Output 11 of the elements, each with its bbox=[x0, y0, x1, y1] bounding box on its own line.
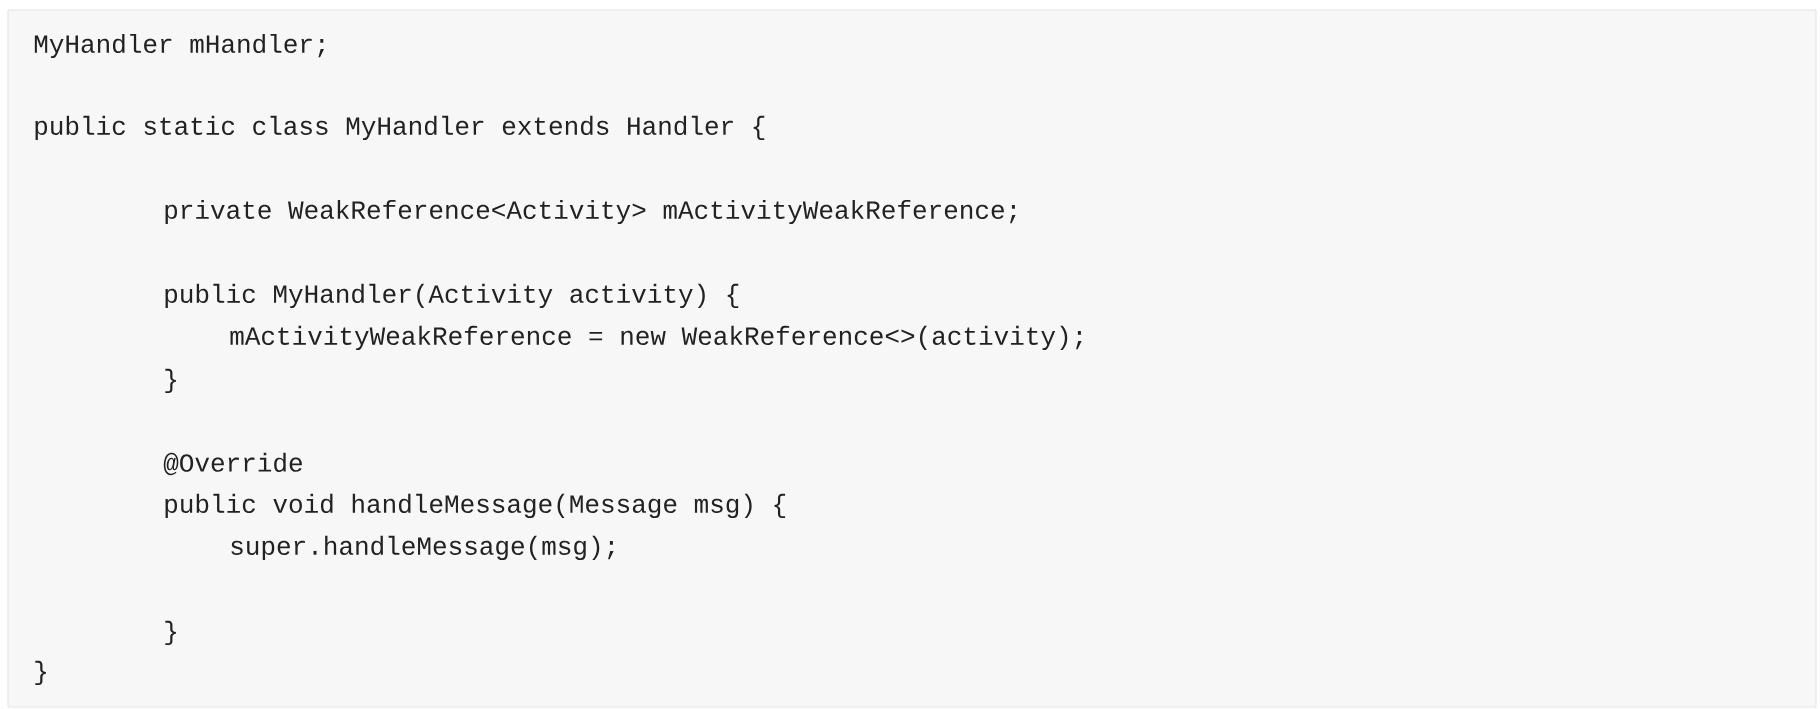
code-line: private WeakReference<Activity> mActivityWeakReference; bbox=[165, 199, 1016, 225]
code-line: } bbox=[35, 660, 46, 686]
code-line: MyHandler mHandler; bbox=[34, 33, 324, 59]
code-line: } bbox=[165, 368, 176, 394]
code-line: public MyHandler(Activity activity) { bbox=[165, 283, 739, 309]
code-line: @Override bbox=[163, 452, 302, 476]
code-line: } bbox=[165, 620, 176, 646]
code-line: mActivityWeakReference = new WeakReference<>(activity); bbox=[230, 325, 1082, 351]
code-line: public void handleMessage(Message msg) { bbox=[165, 493, 786, 519]
code-line: super.handleMessage(msg); bbox=[231, 535, 614, 561]
code-line: public static class MyHandler extends Handler { bbox=[35, 115, 765, 141]
